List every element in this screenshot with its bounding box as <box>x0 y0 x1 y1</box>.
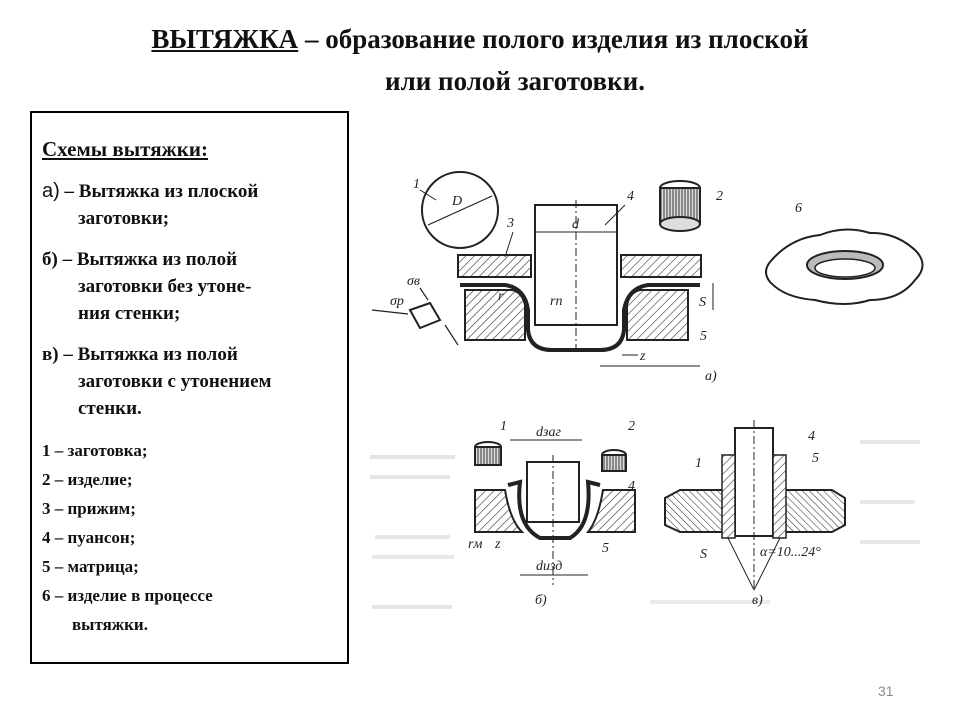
label-d-zag: dзаг <box>536 425 561 440</box>
title-dash: – <box>304 24 319 54</box>
label-d-izd: dизд <box>536 559 562 574</box>
label-S: S <box>699 295 706 310</box>
label-rp: rп <box>550 294 562 309</box>
scheme-b-line2: заготовки без утоне- <box>78 276 252 297</box>
title-definition-line2: или полой заготовки. <box>385 66 645 96</box>
workpiece-a <box>460 283 700 352</box>
scheme-b-line1: – Вытяжка из полой <box>62 249 238 270</box>
legend-heading: Схемы вытяжки: <box>42 137 208 161</box>
label-r: r <box>498 289 504 304</box>
scheme-a: а) – Вытяжка из плоской заготовки; <box>42 178 337 232</box>
label-D: D <box>451 194 462 209</box>
scheme-a-label: а) <box>42 180 60 202</box>
label-1-b: 1 <box>500 419 507 434</box>
diagram-a: D 1 d 4 3 r rп S 5 z а) σв σр <box>371 171 924 384</box>
blank-holder-left <box>457 254 532 278</box>
scheme-a-line2: заготовки; <box>78 208 170 229</box>
die-right <box>626 289 689 341</box>
label-rm: rм <box>468 537 482 552</box>
label-1-a: 1 <box>413 177 420 192</box>
scheme-b-label: б) <box>42 249 58 270</box>
label-4-b: 4 <box>628 479 635 494</box>
label-6: 6 <box>795 201 802 216</box>
label-sigma-r: σр <box>390 294 404 309</box>
scheme-v-label: в) <box>42 344 59 365</box>
slide-title: ВЫТЯЖКА – образование полого изделия из … <box>0 18 960 102</box>
stress-element <box>408 301 442 330</box>
faint-scan-text <box>370 440 920 609</box>
label-z-a: z <box>639 349 646 364</box>
part-item-2: 2 – изделие; <box>42 470 133 489</box>
wall-v-left <box>721 454 736 539</box>
label-5-b: 5 <box>602 541 609 556</box>
label-5-a: 5 <box>700 329 707 344</box>
label-4-v: 4 <box>808 429 815 444</box>
label-sigma-v: σв <box>407 274 420 289</box>
diagram-b: 1 2 dзаг 4 5 z rм dизд б) <box>468 419 636 608</box>
scheme-v-line1: – Вытяжка из полой <box>63 344 238 365</box>
page-number: 31 <box>878 683 894 699</box>
scheme-b-line3: ния стенки; <box>78 303 181 324</box>
part-item-1: 1 – заготовка; <box>42 441 148 460</box>
part-item-5: 5 – матрица; <box>42 557 139 576</box>
parts-list: 1 – заготовка; 2 – изделие; 3 – прижим; … <box>42 436 337 639</box>
hollow-blank-b <box>474 446 502 466</box>
die-b-left <box>474 489 525 533</box>
label-alpha: α=10...24° <box>760 545 821 560</box>
label-3-a: 3 <box>506 216 514 231</box>
caption-a: а) <box>705 369 717 384</box>
die-v-right <box>784 489 846 533</box>
title-term: ВЫТЯЖКА <box>151 24 299 54</box>
scheme-v-line2: заготовки с утонением <box>78 371 272 392</box>
label-2-a: 2 <box>716 189 723 204</box>
diagram-v: 4 5 1 S α=10...24° в) <box>664 420 846 608</box>
caption-v: в) <box>752 593 763 608</box>
label-d: d <box>572 217 580 232</box>
die-left <box>464 289 526 341</box>
scheme-a-line1: – Вытяжка из плоской <box>64 181 259 202</box>
label-1-v: 1 <box>695 456 702 471</box>
scheme-v-line3: стенки. <box>78 398 142 419</box>
wall-v-right <box>772 454 787 539</box>
part-item-3: 3 – прижим; <box>42 499 136 518</box>
die-v-left <box>664 489 726 533</box>
label-S1: S <box>700 547 707 562</box>
legend-box: Схемы вытяжки: а) – Вытяжка из плоской з… <box>30 111 349 664</box>
scheme-v: в) – Вытяжка из полой заготовки с утонен… <box>42 341 337 422</box>
title-definition-line1: образование полого изделия из плоской <box>325 24 809 54</box>
die-b-right <box>585 489 636 533</box>
label-4-a: 4 <box>627 189 634 204</box>
part-item-6-cont: вытяжки. <box>72 615 148 634</box>
label-z-b: z <box>494 537 501 552</box>
caption-b: б) <box>535 593 547 608</box>
product-b <box>601 454 627 472</box>
workpiece-b <box>507 479 601 540</box>
scheme-b: б) – Вытяжка из полой заготовки без утон… <box>42 246 337 327</box>
label-5-v: 5 <box>812 451 819 466</box>
blank-holder-right <box>620 254 702 278</box>
label-2-b: 2 <box>628 419 635 434</box>
part-item-4: 4 – пуансон; <box>42 528 136 547</box>
part-item-6: 6 – изделие в процессе <box>42 586 213 605</box>
